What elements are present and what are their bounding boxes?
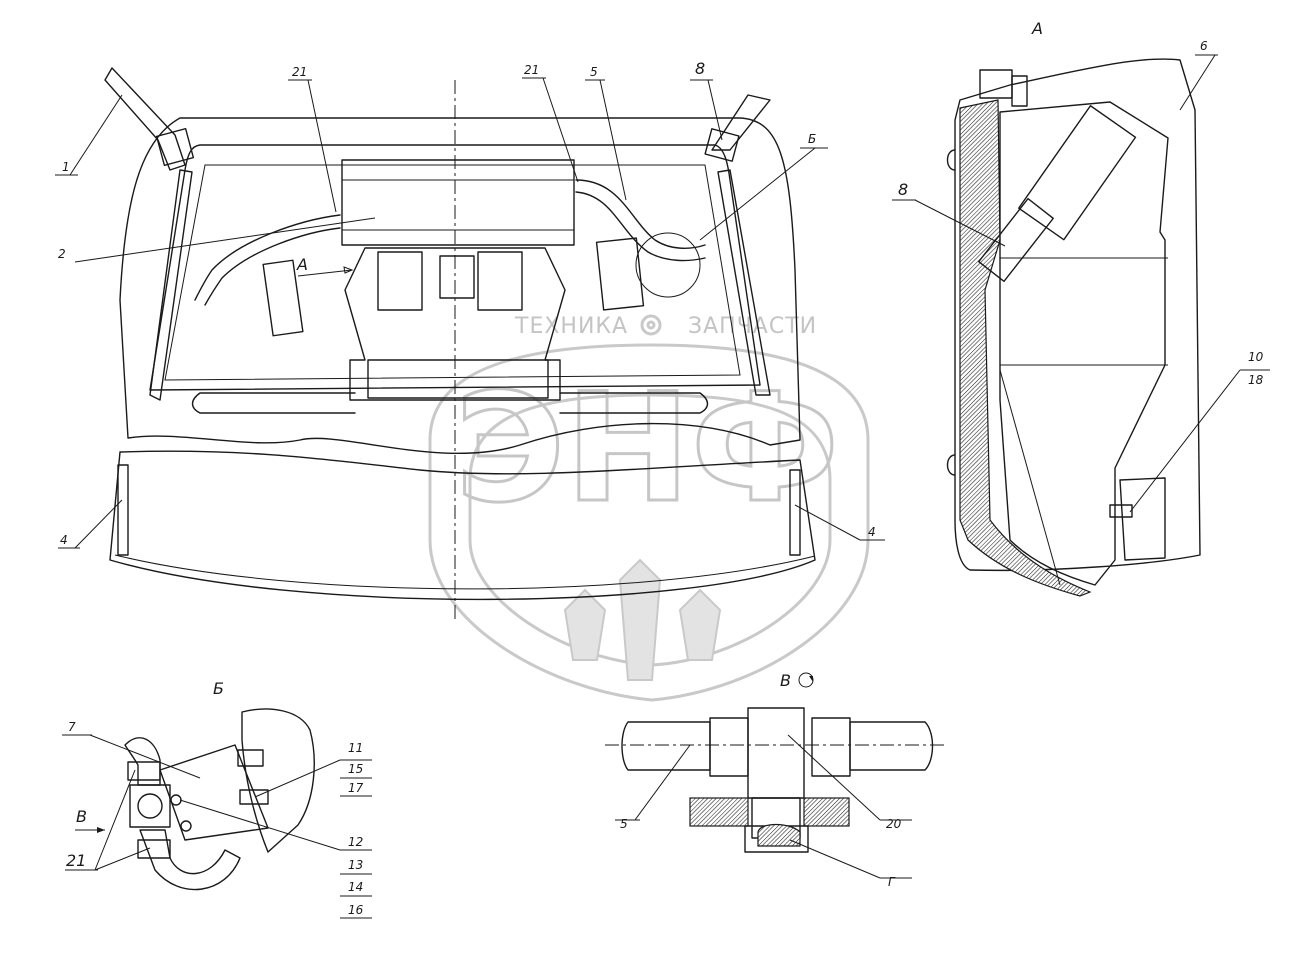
watermark-brand-left: ТЕХНИКА [514, 314, 628, 339]
watermark-emblem-letters: ЭНФ [455, 362, 839, 536]
view-b-callouts: 7 11 15 17 12 13 14 16 21 В [62, 720, 372, 919]
callout-4-left: 4 [60, 533, 68, 547]
main-view [104, 67, 816, 620]
view-a-title: А [1031, 19, 1043, 38]
view-b-callout-17: 17 [348, 781, 364, 795]
view-a-callout-18: 18 [1248, 373, 1264, 387]
view-b-callout-11: 11 [348, 741, 363, 755]
view-a-callout-10: 10 [1248, 350, 1264, 364]
view-b-title: Б [213, 679, 224, 698]
view-a: А [946, 19, 1201, 597]
callout-4-right: 4 [868, 525, 876, 539]
main-callouts: 1 2 4 4 21 21 5 8 А Б [55, 59, 885, 549]
view-b-callout-14: 14 [348, 880, 363, 894]
callout-A-arrow: А [296, 255, 308, 274]
gear-icon [640, 314, 662, 336]
view-b-callout-15: 15 [348, 762, 363, 776]
rotation-icon [798, 672, 814, 688]
view-b-callout-13: 13 [348, 858, 363, 872]
view-v-callouts: 5 20 Г [615, 734, 912, 889]
view-b-callout-12: 12 [348, 835, 363, 849]
callout-2: 2 [58, 247, 66, 261]
callout-21-left: 21 [292, 65, 307, 79]
view-b-arrow-V: В [76, 807, 87, 826]
callout-B: Б [808, 132, 816, 146]
wheat-emblem-icon [563, 558, 722, 681]
view-v: В [605, 671, 945, 853]
view-b: Б [124, 679, 315, 891]
view-b-callout-16: 16 [348, 903, 364, 917]
view-b-callout-21: 21 [66, 851, 86, 870]
view-a-callout-6: 6 [1200, 39, 1208, 53]
view-a-callouts: 6 8 10 18 [892, 39, 1270, 513]
callout-21-right: 21 [524, 63, 539, 77]
watermark: ЭНФ ТЕХНИКА ЗАПЧАСТИ [428, 314, 870, 702]
view-v-title: В [780, 671, 791, 690]
view-v-callout-5: 5 [620, 817, 628, 831]
view-a-callout-8: 8 [898, 180, 908, 199]
callout-5: 5 [590, 65, 598, 79]
view-v-callout-G: Г [888, 875, 896, 889]
callout-1: 1 [62, 160, 70, 174]
view-b-callout-7: 7 [68, 720, 76, 734]
view-v-callout-20: 20 [886, 817, 902, 831]
callout-8: 8 [695, 59, 705, 78]
